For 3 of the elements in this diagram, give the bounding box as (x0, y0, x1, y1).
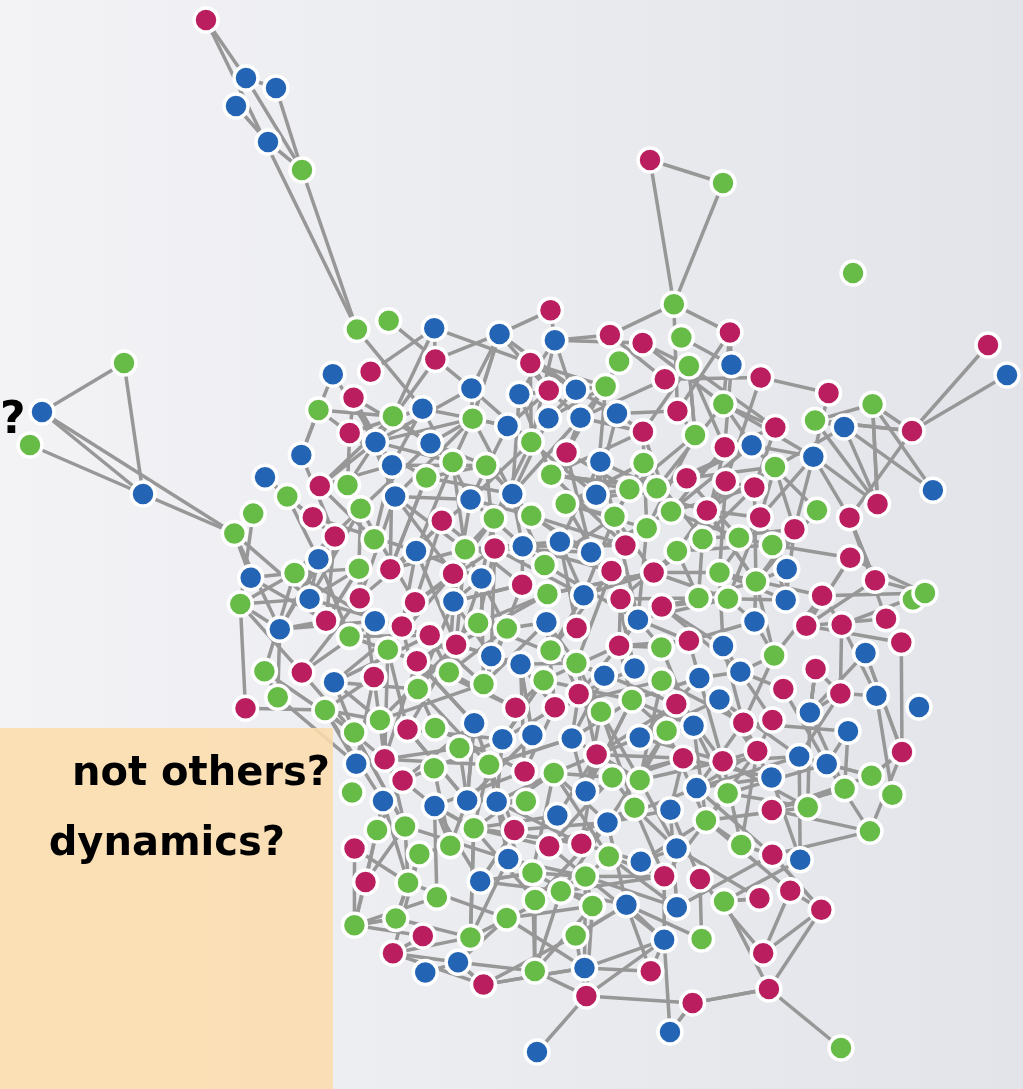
question-text: not others? (72, 748, 330, 794)
question-text: ? (0, 392, 26, 443)
question-text: dynamics? (48, 818, 285, 864)
